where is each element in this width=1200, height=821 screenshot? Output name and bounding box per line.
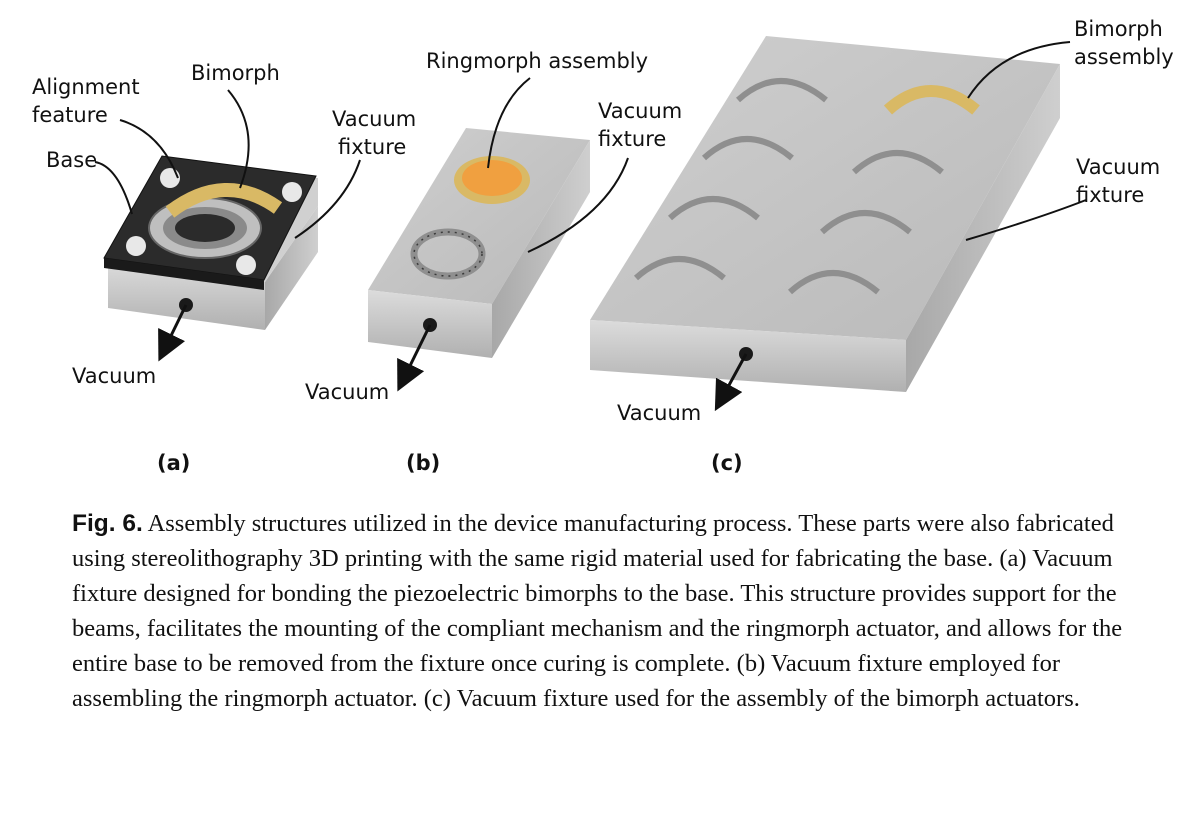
vacuum-port-b [397,318,437,392]
leader-fixture-a [294,159,361,239]
label-base: Base [46,148,97,172]
bimorph-a [165,183,283,218]
leader-ringmorph [487,77,531,169]
bimorph-slot [667,196,760,221]
leader-alignment [119,119,179,179]
figure-illustration: Alignment feature Bimorph Base Vacuum fi… [32,17,1174,475]
bimorph-slot [787,270,880,295]
label-vacuum-a: Vacuum [72,364,156,388]
leader-bimorph-a [227,89,250,189]
label-vacuum-c: Vacuum [617,401,701,425]
caption-figure-label: Fig. 6. [72,510,143,537]
bimorph-slot [851,150,944,175]
bimorph-slot [735,78,828,103]
bimorph-slot [819,210,912,235]
bimorph-assembly-c [883,85,980,115]
bimorph-slots-c [633,78,944,295]
label-fixture-b-line2: fixture [598,127,666,151]
base-a [103,155,317,290]
ringmorph-b [454,156,530,204]
label-fixture-c-line1: Vacuum [1076,155,1160,179]
label-bimorph-c-line2: assembly [1074,45,1174,69]
label-alignment-line1: Alignment [32,75,140,99]
panel-tag-c: (c) [711,451,743,475]
label-bimorph-a: Bimorph [191,61,280,85]
label-bimorph-c-line1: Bimorph [1074,17,1163,41]
label-vacuum-b: Vacuum [305,380,389,404]
panel-c: Bimorph assembly Vacuum fixture Vacuum (… [590,17,1174,475]
panel-tag-b: (b) [406,451,440,475]
bimorph-slot [633,256,726,281]
leader-fixture-c [965,199,1087,241]
leader-fixture-b [527,157,629,253]
bimorph-slot [701,136,794,161]
panel-b: Ringmorph assembly Vacuum fixture Vacuum… [305,49,682,475]
label-alignment-line2: feature [32,103,108,127]
panel-a: Alignment feature Bimorph Base Vacuum fi… [32,61,416,475]
label-ringmorph: Ringmorph assembly [426,49,648,73]
vacuum-port-c [714,347,753,412]
panel-tag-a: (a) [157,451,190,475]
label-fixture-b-line1: Vacuum [598,99,682,123]
label-fixture-c-line2: fixture [1076,183,1144,207]
ring-groove-b [410,228,486,280]
figure-caption: Fig. 6. Assembly structures utilized in … [72,506,1147,716]
vacuum-fixture-c [590,36,1060,392]
label-fixture-a-line1: Vacuum [332,107,416,131]
caption-text: Assembly structures utilized in the devi… [72,510,1123,712]
vacuum-port-a [158,298,193,362]
leader-bimorph-c [967,41,1071,99]
leader-base [94,161,133,215]
label-fixture-a-line2: fixture [338,135,406,159]
